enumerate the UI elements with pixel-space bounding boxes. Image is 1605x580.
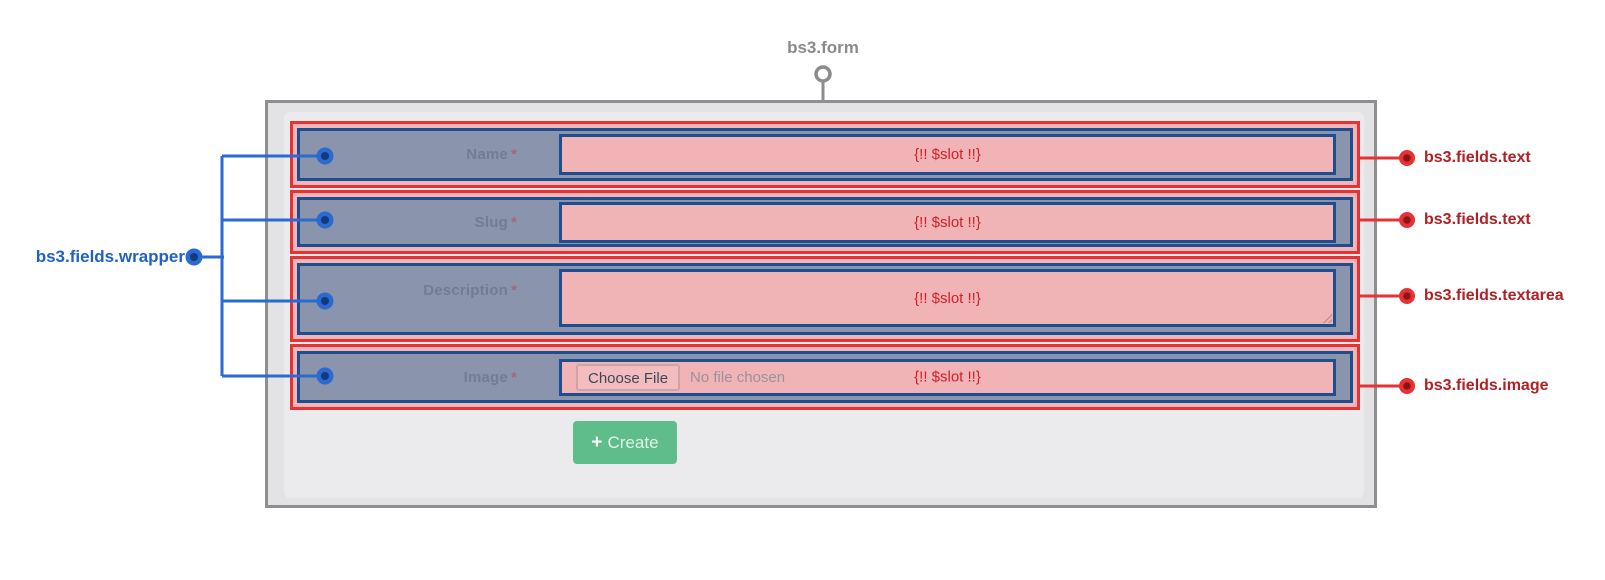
required-asterisk: * — [510, 282, 517, 299]
form-group-name: Name* {!! $slot !!} — [290, 121, 1360, 188]
required-asterisk: * — [510, 146, 517, 163]
field-label-name: Name* — [300, 146, 559, 163]
resize-handle-icon[interactable] — [1321, 312, 1332, 323]
required-asterisk: * — [510, 213, 517, 231]
annotation-field-label-1: bs3.fields.text — [1424, 211, 1531, 228]
annotation-field-label-3: bs3.fields.image — [1424, 377, 1549, 394]
field-wrapper-name: Name* {!! $slot !!} — [297, 128, 1353, 181]
slot-placeholder: {!! $slot !!} — [914, 146, 981, 163]
form-group-description: Description* {!! $slot !!} — [290, 256, 1360, 342]
create-button-label: Create — [607, 432, 659, 452]
text-input-slug[interactable]: {!! $slot !!} — [559, 201, 1336, 243]
annotation-form-label: bs3.form — [787, 38, 859, 57]
required-asterisk: * — [510, 368, 517, 386]
field-marker-dots — [1399, 150, 1415, 394]
label-text: Name — [466, 146, 508, 163]
create-button[interactable]: + Create — [573, 421, 677, 464]
field-label-slug: Slug* — [300, 214, 559, 231]
field-wrapper-slug: Slug* {!! $slot !!} — [297, 197, 1353, 247]
label-text: Image — [463, 368, 508, 386]
label-text: Slug — [474, 213, 508, 231]
file-status-text: No file chosen — [690, 368, 786, 386]
choose-file-button[interactable]: Choose File — [576, 363, 681, 391]
label-text: Description — [423, 282, 508, 299]
plus-icon: + — [591, 432, 603, 453]
file-input-image[interactable]: Choose File No file chosen {!! $slot !!} — [559, 358, 1336, 396]
field-label-image: Image* — [300, 369, 559, 386]
form-group-slug: Slug* {!! $slot !!} — [290, 190, 1360, 254]
slot-placeholder: {!! $slot !!} — [914, 213, 981, 231]
textarea-input-description[interactable]: {!! $slot !!} — [559, 269, 1336, 327]
field-label-description: Description* — [300, 266, 559, 299]
form-marker-ring — [814, 65, 832, 83]
annotation-wrapper-label: bs3.fields.wrapper — [35, 247, 185, 266]
slot-placeholder: {!! $slot !!} — [914, 368, 981, 386]
text-input-name[interactable]: {!! $slot !!} — [559, 134, 1336, 175]
slot-placeholder: {!! $slot !!} — [914, 289, 981, 307]
annotation-field-label-0: bs3.fields.text — [1424, 149, 1531, 166]
field-wrapper-image: Image* Choose File No file chosen {!! $s… — [297, 351, 1353, 403]
form-group-image: Image* Choose File No file chosen {!! $s… — [290, 344, 1360, 410]
annotation-field-label-2: bs3.fields.textarea — [1424, 287, 1564, 304]
field-wrapper-description: Description* {!! $slot !!} — [297, 263, 1353, 335]
